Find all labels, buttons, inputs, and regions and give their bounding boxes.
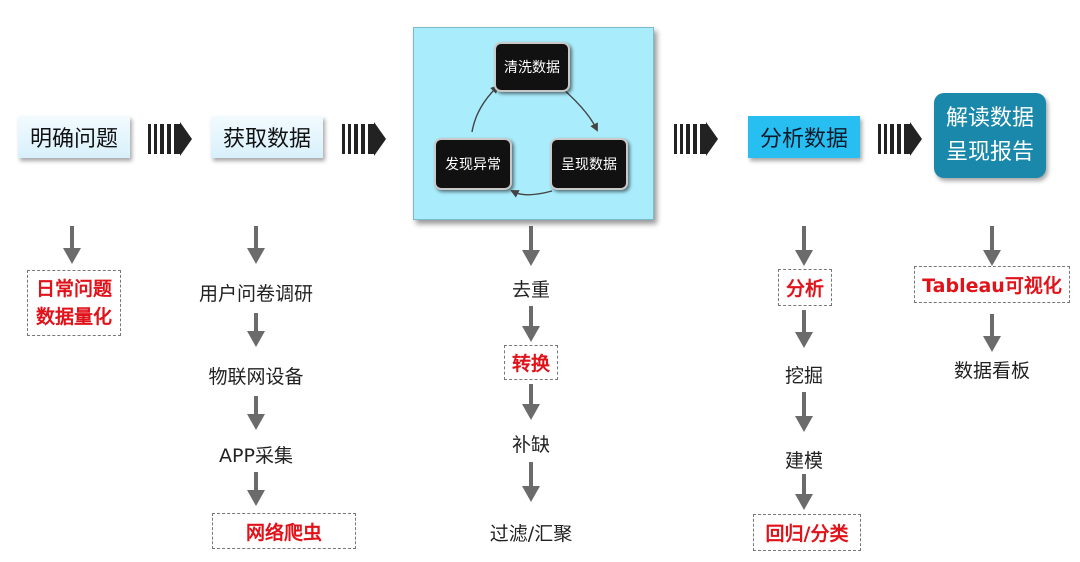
down-arrow-c2-4 [247,472,265,506]
col4-highlight-box-1: 分析 [778,269,832,306]
down-arrow-c3-3 [522,384,540,420]
stage-report-line2: 呈现报告 [945,139,1034,165]
down-arrow-c2-2 [247,313,265,347]
cycle-node-present-label: 呈现数据 [561,157,617,173]
col3-highlight-label: 转换 [511,353,550,375]
down-arrow-c5-2 [983,314,1001,352]
col3-step-dedupe: 去重 [511,279,550,301]
down-arrow-c1-1 [63,226,81,264]
flow-arrow-3 [674,122,718,156]
stage-acquire-data: 获取数据 [211,116,323,158]
cycle-node-clean: 清洗数据 [494,42,570,92]
col4-step-modeling: 建模 [784,450,823,472]
col1-highlight-box: 日常问题 数据量化 [27,270,121,336]
cycle-node-anomaly-label: 发现异常 [445,157,501,173]
cycle-node-present: 呈现数据 [550,138,628,190]
col3-highlight-box: 转换 [504,345,558,380]
col2-highlight-box: 网络爬虫 [212,513,356,549]
col2-step-survey: 用户问卷调研 [198,283,313,305]
down-arrow-c4-1 [795,226,813,266]
col5-highlight-label: Tableau可视化 [922,275,1062,297]
stage-report: 解读数据 呈现报告 [934,93,1046,178]
down-arrow-c2-1 [247,226,265,264]
col4-step-mining: 挖掘 [784,365,823,387]
stage-define-problem: 明确问题 [18,116,130,158]
stage-analyze-data: 分析数据 [748,116,860,158]
cycle-node-clean-label: 清洗数据 [504,60,560,76]
col1-highlight-line1: 日常问题 [35,278,112,300]
col2-step-app: APP采集 [219,445,293,467]
down-arrow-c2-3 [247,396,265,430]
col4-highlight-label-2: 回归/分类 [765,523,849,545]
col4-highlight-box-2: 回归/分类 [753,514,861,551]
down-arrow-c3-1 [522,226,540,266]
flow-arrow-1 [148,122,192,156]
flow-arrow-2 [342,122,386,156]
col1-highlight-line2: 数据量化 [35,306,112,328]
down-arrow-c4-3 [795,392,813,432]
cleaning-cycle-box: 清洗数据 呈现数据 发现异常 [413,27,654,220]
col3-step-filter: 过滤/汇聚 [489,523,573,545]
col5-step-dashboard: 数据看板 [953,360,1030,382]
col5-highlight-box: Tableau可视化 [914,266,1070,303]
col2-step-iot: 物联网设备 [208,366,304,388]
stage-define-label: 明确问题 [29,127,118,152]
stage-report-line1: 解读数据 [945,105,1034,131]
cycle-node-anomaly: 发现异常 [434,138,512,190]
down-arrow-c5-1 [983,226,1001,266]
down-arrow-c4-2 [795,310,813,348]
down-arrow-c4-4 [795,474,813,510]
col2-highlight-label: 网络爬虫 [245,521,322,544]
stage-analyze-label: 分析数据 [759,127,848,152]
flow-arrow-4 [878,122,922,156]
col4-highlight-label-1: 分析 [785,278,824,300]
col3-step-fill: 补缺 [511,434,550,456]
down-arrow-c3-4 [522,462,540,502]
down-arrows [63,226,1001,510]
down-arrow-c3-2 [522,306,540,342]
stage-acquire-label: 获取数据 [222,127,311,152]
